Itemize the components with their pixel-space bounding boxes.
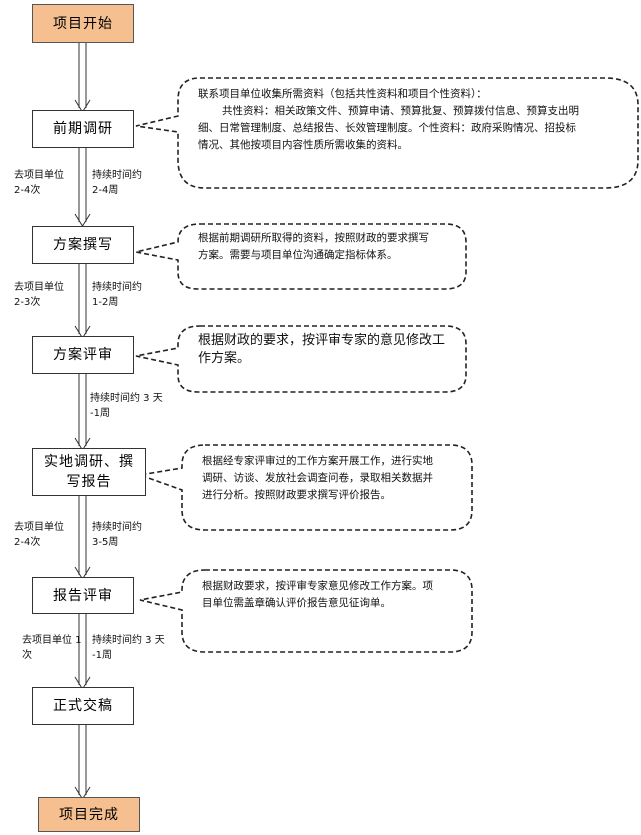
- arrow-final-to-end: [74, 725, 91, 800]
- note-plan-duration-line1: 持续时间约: [92, 282, 142, 293]
- note-plan-visits: 去项目单位 2-3次: [14, 280, 64, 310]
- step-end: 项目完成: [38, 797, 140, 832]
- callout-bubble-report-review: [139, 569, 473, 653]
- callout-research-line2-row: 共性资料：相关政策文件、预算申请、预算批复、预算拨付信息、预算支出明: [198, 103, 628, 120]
- note-report-visits: 去项目单位 1 次: [22, 633, 82, 663]
- arrow-review-to-fieldwork: [74, 374, 91, 451]
- callout-bubble-plan-write: [135, 223, 467, 290]
- callout-report-review-line1: 根据财政要求，按评审专家意见修改工作方案。项: [202, 580, 433, 592]
- callout-research-line1: 联系项目单位收集所需资料（包括共性资料和项目个性资料）：: [198, 88, 487, 100]
- callout-plan-write-line1: 根据前期调研所取得的资料，按照财政的要求撰写: [198, 232, 429, 244]
- callout-text-research: 联系项目单位收集所需资料（包括共性资料和项目个性资料）： 共性资料：相关政策文件…: [198, 86, 628, 154]
- note-research-duration-line1: 持续时间约: [92, 170, 142, 181]
- callout-research-line2: 共性资料：相关政策文件、预算申请、预算批复、预算拨付信息、预算支出明: [222, 105, 579, 117]
- note-research-duration: 持续时间约 2-4周: [92, 168, 142, 198]
- step-end-label: 项目完成: [59, 806, 119, 823]
- callout-text-plan-review: 根据财政的要求，按评审专家的意见修改工 作方案。: [198, 332, 460, 368]
- arrow-start-to-research: [74, 42, 91, 113]
- note-review-duration: 持续时间约 3 天 -1周: [90, 391, 163, 421]
- note-research-visits-line1: 去项目单位: [14, 170, 64, 181]
- step-plan-write-label: 方案撰写: [53, 237, 113, 253]
- callout-text-plan-write: 根据前期调研所取得的资料，按照财政的要求撰写 方案。需要与项目单位沟通确定指标体…: [198, 230, 460, 264]
- step-fieldwork-label-line2: 写报告: [66, 474, 112, 490]
- step-plan-review-label: 方案评审: [53, 347, 113, 363]
- note-review-duration-line1: 持续时间约 3 天: [90, 393, 163, 404]
- callout-bubble-fieldwork: [136, 444, 473, 531]
- note-fieldwork-duration-line1: 持续时间约: [92, 522, 142, 533]
- note-report-duration-line1: 持续时间约 3 天: [92, 635, 165, 646]
- callout-text-fieldwork: 根据经专家评审过的工作方案开展工作，进行实地 调研、访谈、发放社会调查问卷，录取…: [202, 453, 468, 504]
- arrow-research-to-plan: [74, 148, 91, 227]
- step-fieldwork-label-line1: 实地调研、撰: [44, 454, 134, 470]
- arrow-plan-to-review: [74, 264, 91, 339]
- step-research: 前期调研: [32, 110, 134, 148]
- note-fieldwork-visits: 去项目单位 2-4次: [14, 520, 64, 550]
- note-fieldwork-duration-line2: 3-5周: [92, 537, 119, 548]
- step-final-submit-label: 正式交稿: [53, 698, 113, 714]
- note-research-visits-line2: 2-4次: [14, 185, 41, 196]
- step-final-submit: 正式交稿: [32, 687, 134, 725]
- note-review-duration-line2: -1周: [90, 408, 110, 419]
- callout-report-review-line2: 目单位需盖章确认评价报告意见征询单。: [202, 597, 391, 609]
- step-report-review-label: 报告评审: [53, 587, 113, 604]
- callout-bubble-research: [135, 77, 639, 189]
- note-plan-visits-line1: 去项目单位: [14, 282, 64, 293]
- note-fieldwork-visits-line2: 2-4次: [14, 537, 41, 548]
- callout-fieldwork-line3: 进行分析。按照财政要求撰写评价报告。: [202, 489, 391, 501]
- callout-plan-write-line2: 方案。需要与项目单位沟通确定指标体系。: [198, 249, 398, 261]
- step-report-review: 报告评审: [32, 577, 134, 614]
- callout-plan-review-line1: 根据财政的要求，按评审专家的意见修改工: [198, 333, 446, 348]
- step-start-label: 项目开始: [53, 15, 113, 32]
- note-report-duration: 持续时间约 3 天 -1周: [92, 633, 165, 663]
- arrow-fieldwork-to-report-review: [74, 496, 91, 580]
- note-plan-duration: 持续时间约 1-2周: [92, 280, 142, 310]
- callout-fieldwork-line2: 调研、访谈、发放社会调查问卷，录取相关数据并: [202, 472, 433, 484]
- note-report-visits-line1: 去项目单位 1: [22, 635, 82, 646]
- step-plan-review: 方案评审: [32, 336, 134, 374]
- note-fieldwork-visits-line1: 去项目单位: [14, 522, 64, 533]
- note-plan-visits-line2: 2-3次: [14, 297, 41, 308]
- callout-research-line4: 情况、其他按项目内容性质所需收集的资料。: [198, 139, 408, 151]
- step-research-label: 前期调研: [53, 121, 113, 137]
- step-fieldwork: 实地调研、撰 写报告: [32, 448, 146, 496]
- callout-research-line3: 细、日常管理制度、总结报告、长效管理制度。个性资料：政府采购情况、招投标: [198, 122, 576, 134]
- note-research-duration-line2: 2-4周: [92, 185, 119, 196]
- note-report-visits-line2: 次: [22, 650, 32, 661]
- callout-text-report-review: 根据财政要求，按评审专家意见修改工作方案。项 目单位需盖章确认评价报告意见征询单…: [202, 578, 468, 612]
- callout-fieldwork-line1: 根据经专家评审过的工作方案开展工作，进行实地: [202, 455, 433, 467]
- step-plan-write: 方案撰写: [32, 226, 134, 264]
- callout-plan-review-line2: 作方案。: [198, 351, 251, 366]
- note-research-visits: 去项目单位 2-4次: [14, 168, 64, 198]
- step-start: 项目开始: [32, 4, 134, 43]
- note-plan-duration-line2: 1-2周: [92, 297, 119, 308]
- callout-bubble-plan-review: [135, 325, 467, 393]
- note-fieldwork-duration: 持续时间约 3-5周: [92, 520, 142, 550]
- note-report-duration-line2: -1周: [92, 650, 112, 661]
